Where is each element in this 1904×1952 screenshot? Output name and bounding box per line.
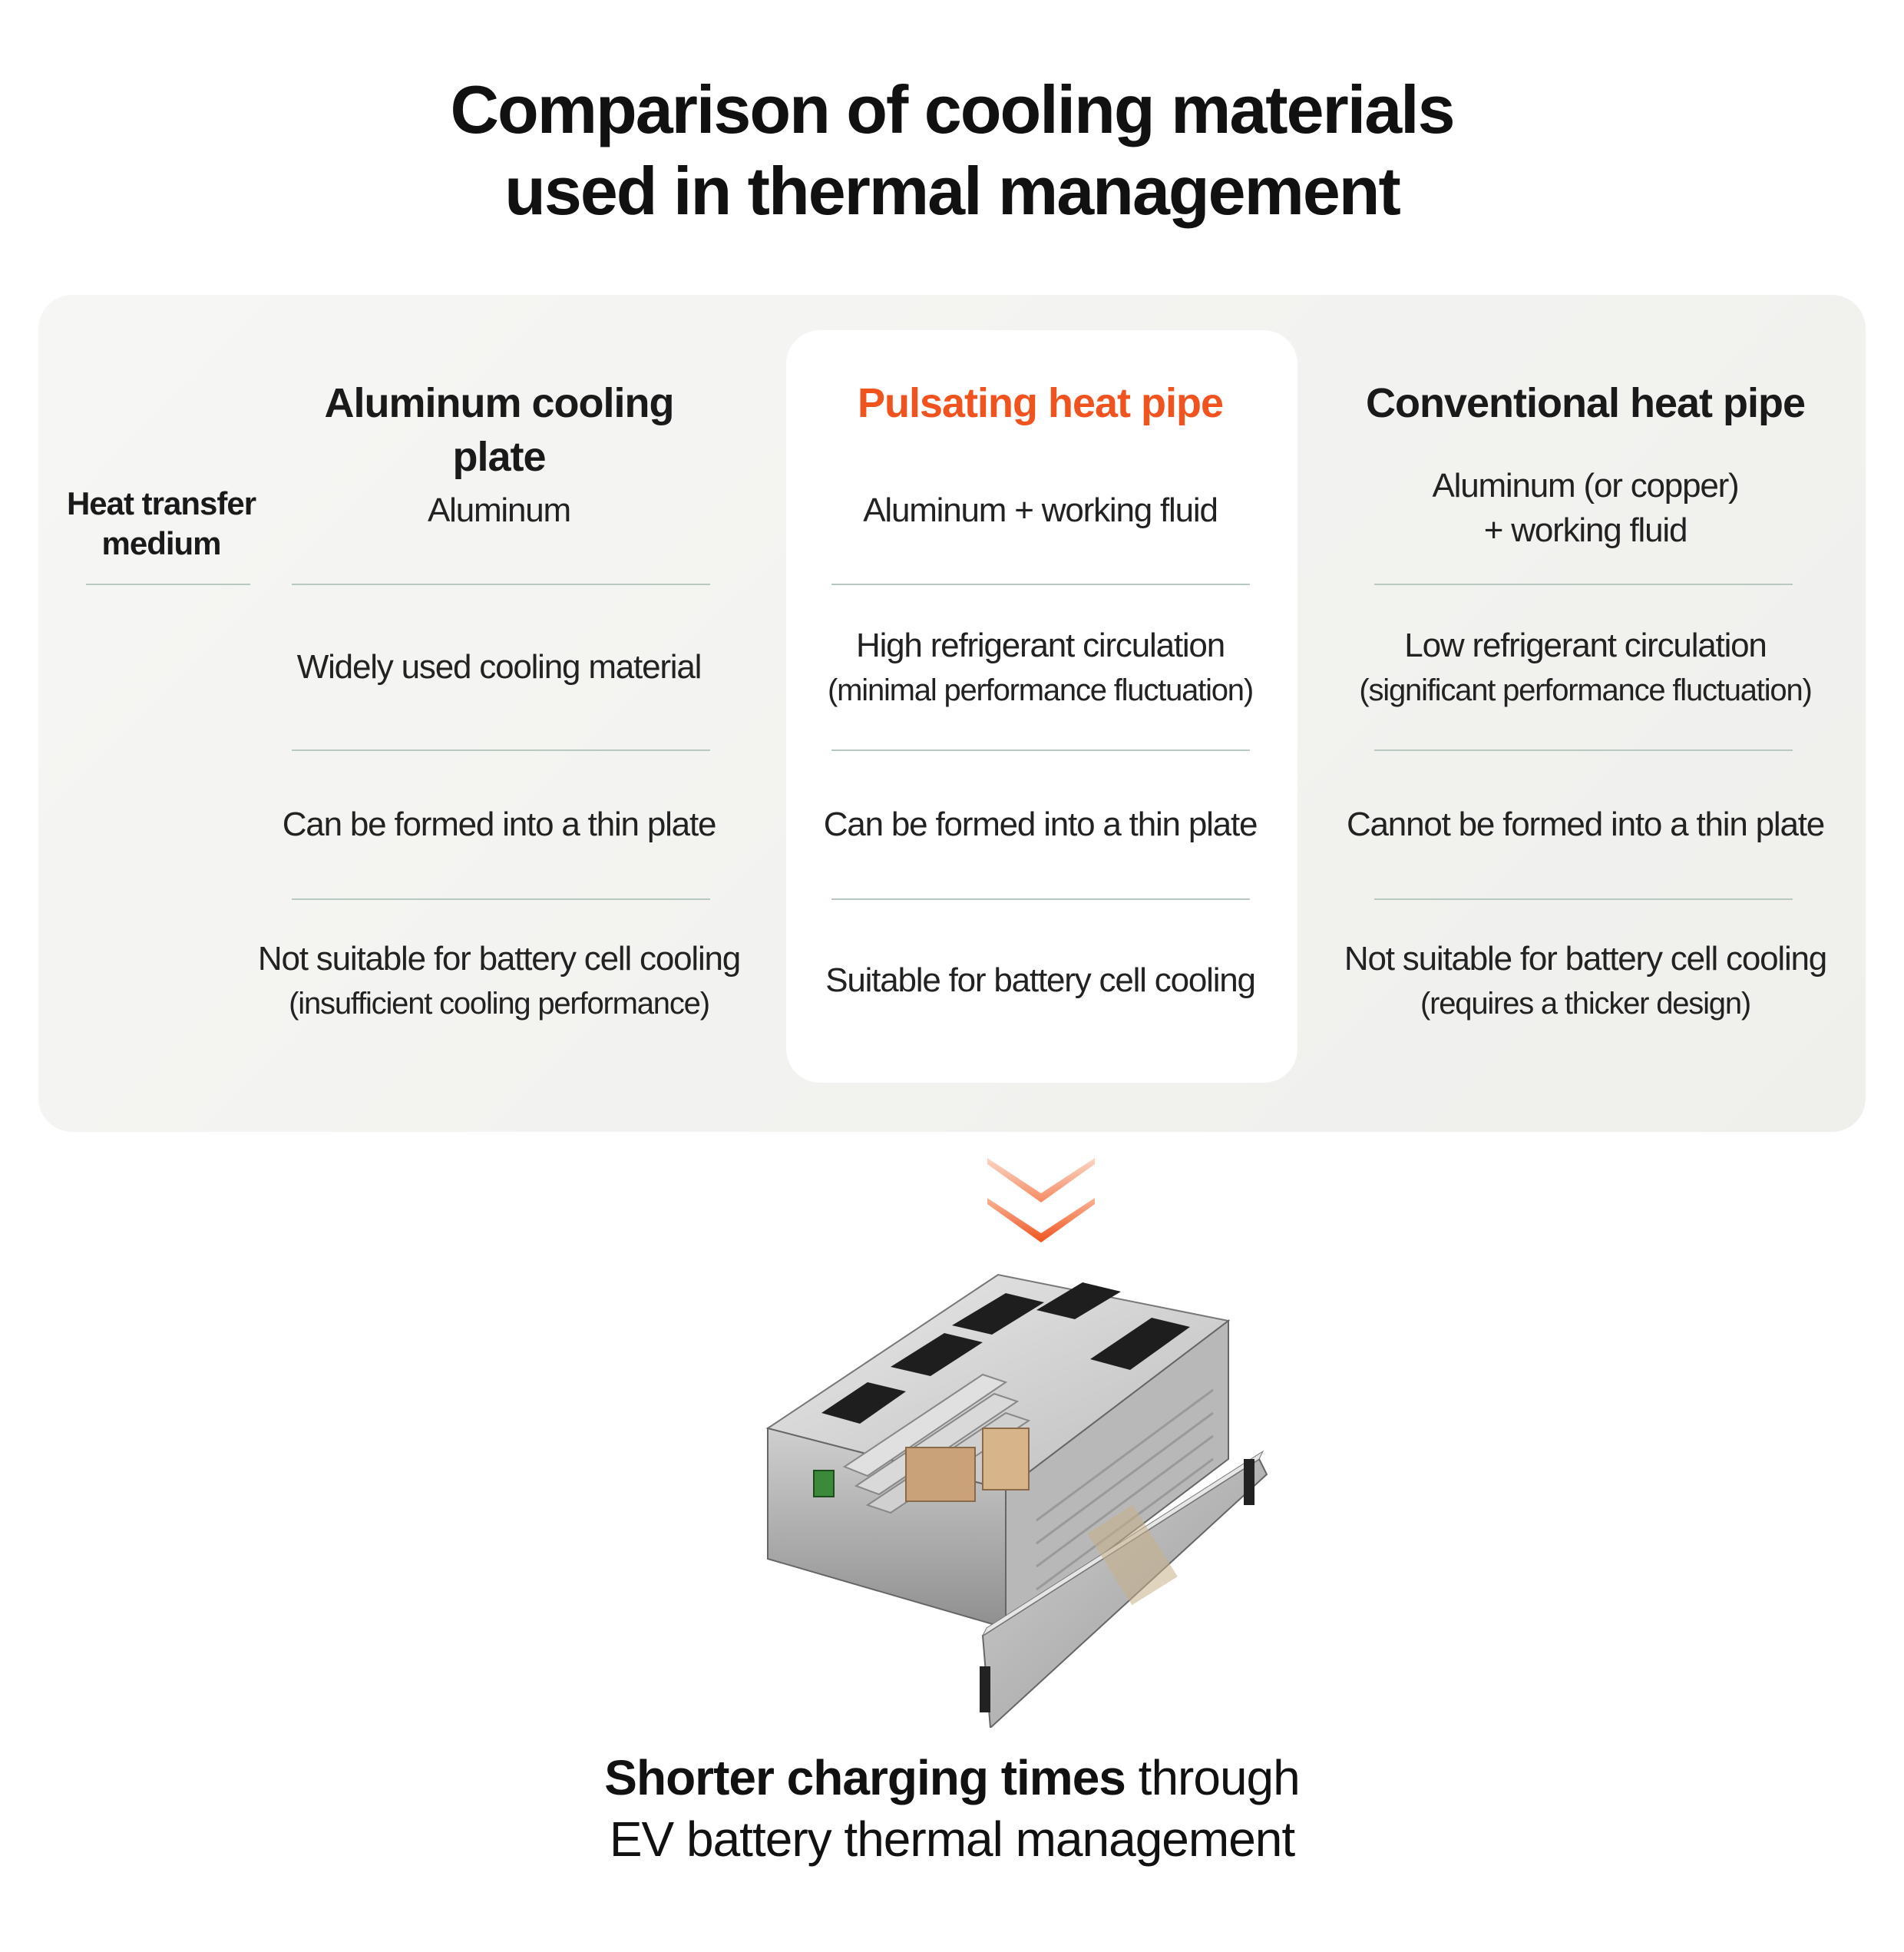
cell-text: Not suitable for battery cell cooling [1344, 940, 1827, 978]
cell-subtext: (minimal performance fluctuation) [828, 673, 1254, 707]
conclusion-line-2: EV battery thermal management [609, 1811, 1295, 1867]
row-label-divider [86, 584, 250, 585]
cell-subtext: (requires a thicker design) [1420, 987, 1751, 1021]
conclusion-text: Shorter charging times through EV batter… [0, 1747, 1904, 1870]
column-heading-aluminum-plate: Aluminum cooling plate [324, 380, 675, 480]
cell-r3-c3: Cannot be formed into a thin plate [1340, 802, 1831, 847]
row-divider [1374, 898, 1793, 900]
cell-r3-c2: Can be formed into a thin plate [806, 802, 1274, 847]
cell-text: Can be formed into a thin plate [282, 806, 717, 843]
title-line-1: Comparison of cooling materials [450, 71, 1455, 147]
conclusion-line-1: Shorter charging times through [0, 1747, 1904, 1808]
row-label-line-1: Heat transfer [66, 485, 256, 521]
cell-r1-c3: Aluminum (or copper) + working fluid [1359, 464, 1812, 553]
conclusion-rest: through [1125, 1750, 1301, 1805]
cell-text: Aluminum [427, 491, 571, 529]
row-divider [831, 898, 1250, 900]
cell-r3-c1: Can be formed into a thin plate [269, 802, 729, 847]
row-divider [1374, 584, 1793, 585]
cell-r2-c2: High refrigerant circulation (minimal pe… [798, 624, 1282, 713]
cell-text: Low refrigerant circulation [1404, 627, 1767, 664]
row-divider [292, 749, 710, 751]
row-divider [292, 584, 710, 585]
row-label-heat-transfer-medium: Heat transfer medium [54, 484, 269, 564]
cell-subtext: + working fluid [1483, 511, 1688, 549]
cell-text: Widely used cooling material [296, 648, 702, 686]
cell-text: Aluminum + working fluid [863, 491, 1218, 529]
cell-text: Suitable for battery cell cooling [825, 961, 1256, 999]
row-divider [831, 749, 1250, 751]
cell-text: Can be formed into a thin plate [823, 806, 1258, 843]
cell-r1-c2: Aluminum + working fluid [814, 488, 1267, 533]
battery-module-image [765, 1273, 1268, 1728]
row-divider [831, 584, 1250, 585]
cell-r1-c1: Aluminum [284, 488, 714, 533]
cell-subtext: (significant performance fluctuation) [1359, 673, 1812, 707]
down-chevron-icon [987, 1158, 1095, 1242]
title-line-2: used in thermal management [504, 153, 1401, 229]
page-title: Comparison of cooling materials used in … [0, 69, 1904, 232]
cell-text: High refrigerant circulation [856, 627, 1225, 664]
highlight-column-card [786, 330, 1297, 1083]
cell-r4-c2: Suitable for battery cell cooling [806, 958, 1274, 1003]
column-heading-conventional-heat-pipe: Conventional heat pipe [1365, 380, 1806, 426]
row-label-line-2: medium [101, 525, 221, 561]
cell-text: Not suitable for battery cell cooling [257, 940, 741, 978]
cell-subtext: (insufficient cooling performance) [289, 987, 710, 1021]
cell-text: Aluminum (or copper) [1432, 467, 1739, 505]
row-divider [1374, 749, 1793, 751]
row-divider [292, 898, 710, 900]
cell-r4-c3: Not suitable for battery cell cooling (r… [1336, 937, 1835, 1026]
cell-r4-c1: Not suitable for battery cell cooling (i… [253, 937, 745, 1026]
cell-r2-c1: Widely used cooling material [284, 645, 714, 690]
column-heading-pulsating-heat-pipe: Pulsating heat pipe [857, 380, 1224, 426]
cell-text: Cannot be formed into a thin plate [1346, 806, 1825, 843]
cell-r2-c3: Low refrigerant circulation (significant… [1340, 624, 1831, 713]
conclusion-bold: Shorter charging times [604, 1750, 1126, 1805]
